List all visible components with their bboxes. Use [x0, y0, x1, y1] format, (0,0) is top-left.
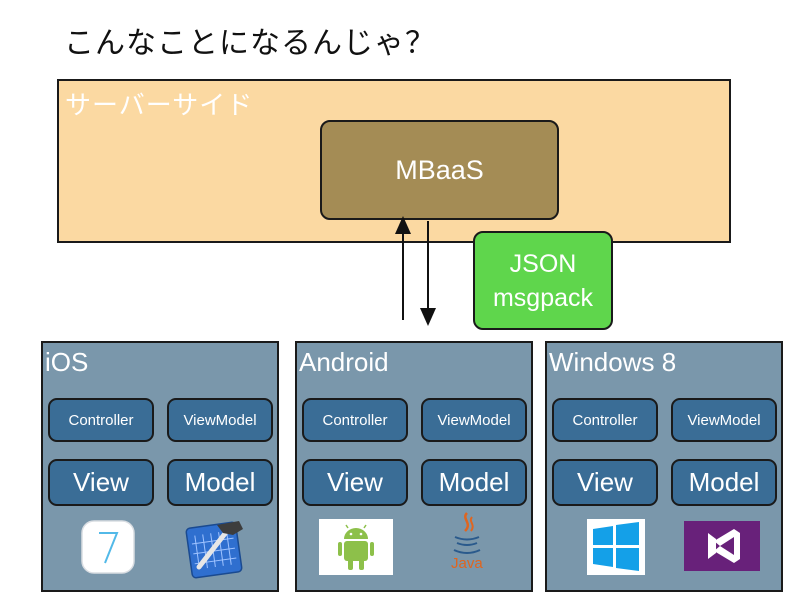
- platform-ios: iOS Controller ViewModel View Model: [41, 341, 279, 592]
- controller-box: Controller: [48, 398, 154, 442]
- platform-name: iOS: [45, 347, 89, 377]
- controller-box: Controller: [552, 398, 658, 442]
- model-box: Model: [671, 459, 777, 506]
- platform-android: Android Controller ViewModel View Model …: [295, 341, 533, 592]
- windows-icon: [587, 519, 645, 575]
- data-format-box: JSON msgpack: [473, 231, 613, 330]
- ios7-icon: [81, 520, 135, 574]
- page-title: こんなことになるんじゃ？: [64, 26, 436, 61]
- view-box: View: [552, 459, 658, 506]
- model-box: Model: [421, 459, 527, 506]
- server-side-label: サーバーサイド: [65, 91, 254, 121]
- mbaas-box: MBaaS: [320, 120, 559, 220]
- format-msgpack-label: msgpack: [492, 283, 594, 312]
- model-box: Model: [167, 459, 273, 506]
- view-box: View: [302, 459, 408, 506]
- platform-name: Windows 8: [549, 347, 677, 377]
- viewmodel-box: ViewModel: [671, 398, 777, 442]
- controller-box: Controller: [302, 398, 408, 442]
- platform-windows8: Windows 8 Controller ViewModel View Mode…: [545, 341, 783, 592]
- mbaas-label: MBaaS: [395, 154, 484, 185]
- java-label: Java: [451, 555, 483, 572]
- android-icon: [319, 519, 393, 575]
- visual-studio-icon: [684, 521, 760, 571]
- platform-name: Android: [299, 347, 389, 377]
- view-box: View: [48, 459, 154, 506]
- format-json-label: JSON: [509, 249, 577, 278]
- viewmodel-box: ViewModel: [167, 398, 273, 442]
- viewmodel-box: ViewModel: [421, 398, 527, 442]
- xcode-icon: [185, 521, 243, 579]
- java-icon: Java: [447, 509, 487, 579]
